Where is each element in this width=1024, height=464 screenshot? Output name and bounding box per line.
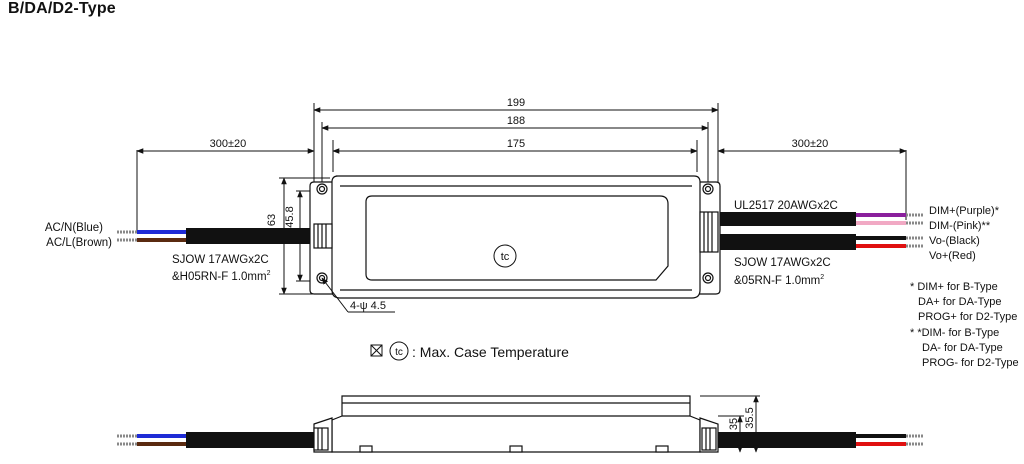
- side-view-dim-labels: 35 35.5: [728, 407, 756, 430]
- label-left-cable2: &H05RN-F 1.0mm2: [172, 270, 271, 283]
- label-right-cable2: &05RN-F 1.0mm2: [734, 274, 824, 287]
- svg-text:tc: tc: [501, 251, 510, 263]
- label-right-top-cable: UL2517 20AWGx2C: [734, 200, 838, 212]
- type-notes: * DIM+ for B-Type DA+ for DA-Type PROG+ …: [910, 281, 1019, 369]
- dim-cable-right: 300±20: [792, 138, 829, 150]
- right-top-cable: [718, 212, 856, 226]
- label-dim-plus: DIM+(Purple)*: [929, 205, 1000, 217]
- label-vo-minus: Vo-(Black): [929, 235, 980, 247]
- label-left-cable1: SJOW 17AWGx2C: [172, 254, 269, 266]
- dim-188: 188: [507, 115, 525, 127]
- dim-175: 175: [507, 138, 525, 150]
- label-vo-plus: Vo+(Red): [929, 250, 976, 262]
- housing-side-view: [313, 395, 719, 453]
- note-1: * DIM+ for B-Type: [910, 281, 998, 293]
- note-2: DA+ for DA-Type: [918, 296, 1001, 308]
- dim-side-35: 35: [728, 418, 740, 430]
- tc-point-marker: tc: [493, 244, 517, 268]
- note-4: * *DIM- for B-Type: [910, 327, 999, 339]
- label-dim-minus: DIM-(Pink)**: [929, 220, 991, 232]
- note-5: DA- for DA-Type: [922, 342, 1003, 354]
- note-6: PROG- for D2-Type: [922, 357, 1019, 369]
- tc-legend-text: : Max. Case Temperature: [412, 344, 569, 360]
- label-acl: AC/L(Brown): [46, 237, 112, 249]
- label-acn: AC/N(Blue): [45, 222, 103, 234]
- dim-199: 199: [507, 97, 525, 109]
- label-right-cable1: SJOW 17AWGx2C: [734, 257, 831, 269]
- note-3: PROG+ for D2-Type: [918, 311, 1017, 323]
- housing-top-view: [309, 175, 721, 299]
- tc-legend: tc : Max. Case Temperature: [370, 341, 569, 361]
- drawing-title: B/DA/D2-Type: [8, 0, 116, 17]
- dim-height-63: 63: [266, 214, 278, 226]
- hole-note-text: 4-ψ 4.5: [350, 300, 386, 312]
- hole-note: 4-ψ 4.5: [321, 277, 395, 313]
- side-view-wires: [117, 432, 924, 448]
- wire-labels: AC/N(Blue) AC/L(Brown) SJOW 17AWGx2C &H0…: [45, 200, 1000, 287]
- svg-text:tc: tc: [395, 347, 403, 358]
- dim-height-45-8: 45.8: [284, 206, 296, 227]
- side-view-dims: [700, 395, 760, 453]
- dim-side-35-5: 35.5: [744, 407, 756, 428]
- right-wires: [718, 212, 924, 250]
- left-cable-jacket: [186, 228, 314, 244]
- dim-cable-left: 300±20: [210, 138, 247, 150]
- right-bottom-cable: [718, 234, 856, 250]
- tc-legend-circle-icon: [389, 341, 409, 361]
- left-wires: [117, 228, 314, 244]
